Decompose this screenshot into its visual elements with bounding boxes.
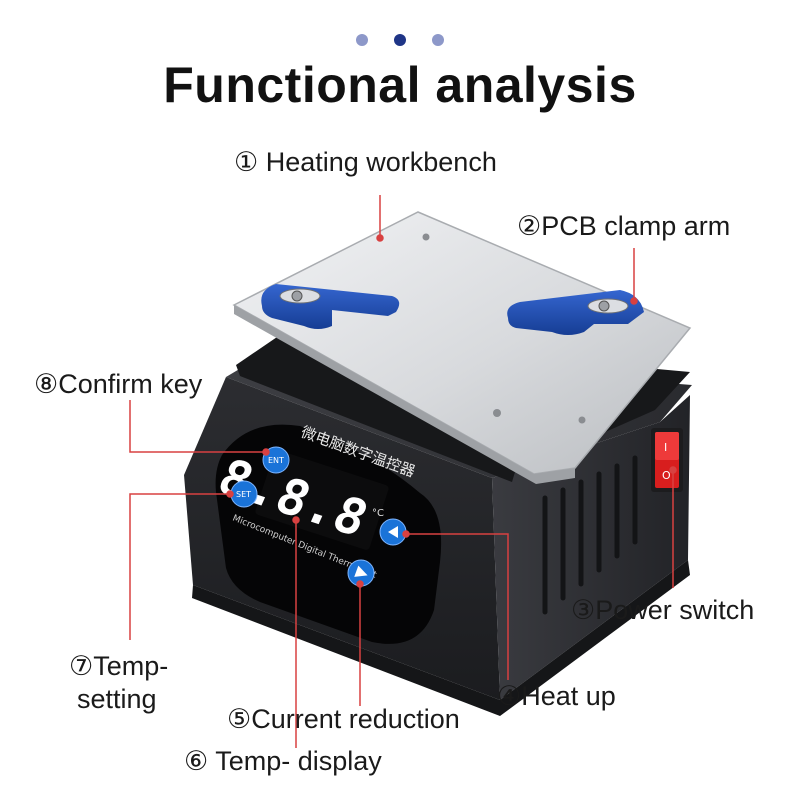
plate-screw-hole-1 xyxy=(422,233,430,241)
pagination-dots xyxy=(0,33,800,51)
plate-screw-hole-3 xyxy=(578,416,586,424)
plate-screw-hole-2 xyxy=(493,409,501,417)
callout-lines xyxy=(129,195,677,748)
callout-line-temp-setting xyxy=(129,493,230,640)
label-confirm-key: ⑧Confirm key xyxy=(34,369,203,399)
side-vents xyxy=(542,455,638,615)
label-pcb-clamp-arm: ②PCB clamp arm xyxy=(517,211,731,241)
dot-3 xyxy=(432,34,445,46)
svg-text:SET: SET xyxy=(236,490,251,499)
svg-text:I: I xyxy=(664,441,667,454)
label-power-switch: ③Power switch xyxy=(571,595,755,625)
label-temp-setting-line2: setting xyxy=(77,684,157,714)
label-current-reduction: ⑤Current reduction xyxy=(227,704,460,734)
left-clamp-arm xyxy=(261,284,400,329)
dot-1 xyxy=(355,34,368,46)
page-title: Functional analysis xyxy=(163,57,637,113)
down-button[interactable] xyxy=(347,559,375,587)
up-button[interactable] xyxy=(379,518,407,546)
display-window xyxy=(255,450,389,550)
right-clamp-arm xyxy=(507,290,644,335)
label-heat-up: ④Heat up xyxy=(497,681,616,711)
label-heating-workbench: ① Heating workbench xyxy=(234,147,497,177)
label-temp-setting-line1: ⑦Temp- xyxy=(69,651,169,681)
ent-button[interactable]: ENT xyxy=(262,446,290,474)
callout-line-heat-up xyxy=(406,533,509,680)
dot-2 xyxy=(394,34,406,46)
svg-text:O: O xyxy=(662,469,671,482)
label-temp-display: ⑥ Temp- display xyxy=(184,746,382,776)
callout-line-confirm xyxy=(129,400,266,453)
set-button[interactable]: SET xyxy=(230,480,258,508)
base-foot xyxy=(192,560,690,716)
power-switch[interactable]: I O xyxy=(651,428,683,492)
svg-text:ENT: ENT xyxy=(268,456,284,465)
temp-unit: °C xyxy=(372,508,384,519)
